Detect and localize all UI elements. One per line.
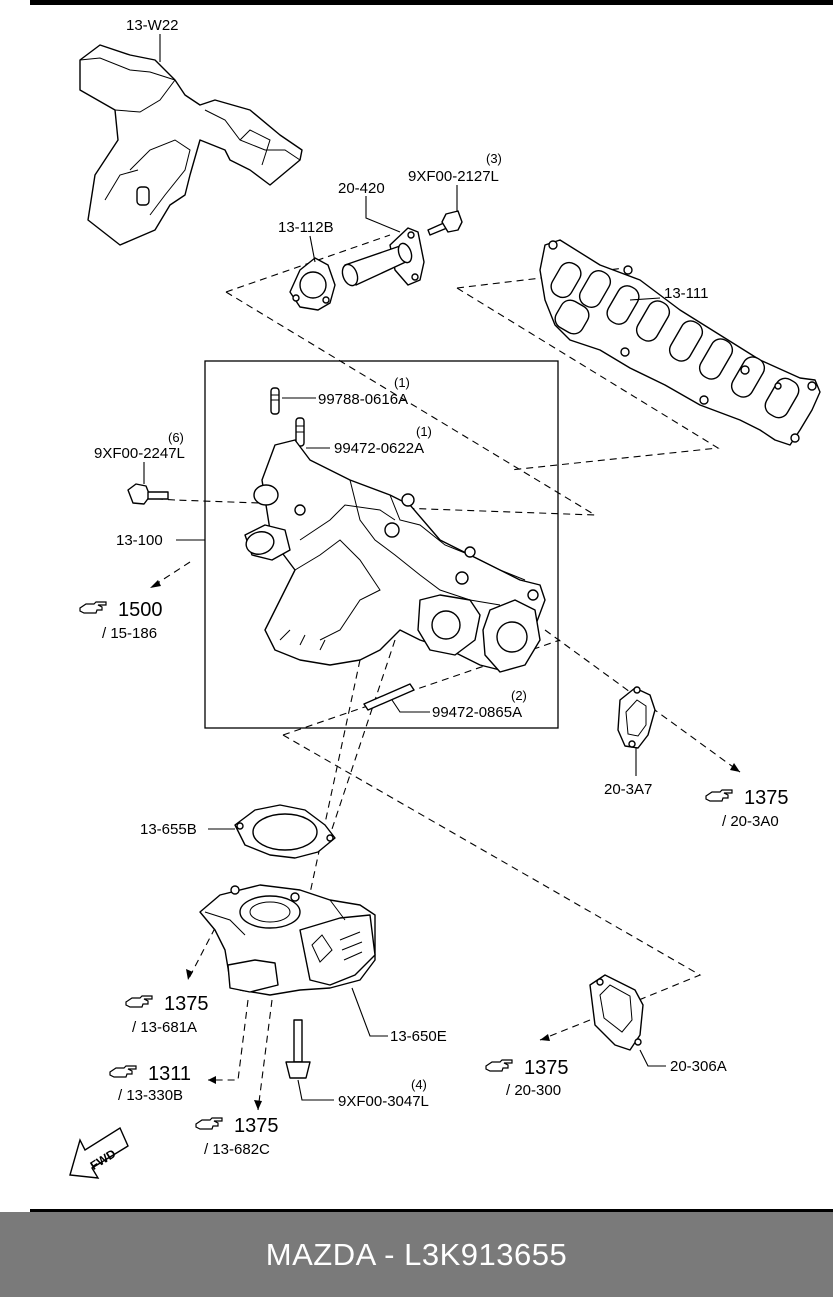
intake-manifold-part — [244, 439, 546, 673]
label-bolt-4-qty: (4) — [411, 1077, 427, 1092]
label-bolt-6: 9XF00-2247L — [94, 445, 185, 462]
label-gasket-13-655b: 13-655B — [140, 821, 197, 838]
stud-2-part — [363, 683, 415, 711]
label-gasket-13-111: 13-111 — [664, 285, 708, 302]
ref-callout-1375-13-682c[interactable]: 1375 / 13-682C — [195, 1115, 279, 1158]
ref-number: 1375 — [234, 1115, 279, 1137]
label-bolt-6-qty: (6) — [168, 430, 184, 445]
label-gasket-13-112b: 13-112B — [278, 219, 334, 236]
ref-section: / 20-300 — [506, 1082, 561, 1099]
ref-callout-1311[interactable]: 1311 / 13-330B — [109, 1063, 191, 1104]
studs-1-part — [270, 387, 305, 447]
bolt-6-part — [127, 483, 169, 505]
bolt-4-part — [285, 1019, 311, 1079]
water-pipe-part — [341, 227, 425, 287]
label-stud-1a: 99788-0616A — [318, 391, 408, 408]
label-stud-2: 99472-0865A — [432, 704, 522, 721]
label-stud-1b: 99472-0622A — [334, 440, 424, 457]
gasket-13-112b-part — [289, 257, 336, 311]
arrowheads — [150, 580, 740, 1110]
label-stud-2-qty: (2) — [511, 688, 527, 703]
label-throttle-body: 13-650E — [390, 1028, 447, 1045]
ref-callout-1375-20-3a0[interactable]: 1375 / 20-3A0 — [705, 787, 789, 830]
part-labels: 13-W22 20-420 (3) 9XF00-2127L 13-112B 13… — [94, 17, 727, 1110]
ref-section: / 15-186 — [102, 625, 157, 642]
ref-section: / 13-682C — [204, 1141, 270, 1158]
gasket-20-306a-part — [589, 974, 644, 1051]
fwd-arrow-icon: FWD — [69, 1126, 129, 1179]
leader-lines — [143, 34, 666, 1101]
ref-number: 1375 — [744, 787, 789, 809]
throttle-body-part — [199, 884, 376, 996]
label-gasket-20-306a: 20-306A — [670, 1058, 727, 1075]
manifold-frame — [204, 360, 559, 729]
footer-bar: MAZDA - L3K913655 — [0, 1212, 833, 1297]
footer-part-number: MAZDA - L3K913655 — [265, 1236, 568, 1272]
exploded-parts-diagram: 13-W22 20-420 (3) 9XF00-2127L 13-112B 13… — [69, 17, 821, 1179]
top-border — [30, 0, 833, 5]
bolt-3-part — [427, 210, 463, 236]
label-bolt-3-qty: (3) — [486, 151, 502, 166]
ref-callout-1375-13-681a[interactable]: 1375 / 13-681A — [125, 993, 209, 1036]
ref-section: / 13-330B — [118, 1087, 183, 1104]
ref-section: / 13-681A — [132, 1019, 197, 1036]
label-heat-shield: 13-W22 — [126, 17, 179, 34]
label-water-pipe: 20-420 — [338, 180, 385, 197]
gasket-13-655b-part — [234, 804, 336, 859]
ref-callout-1500[interactable]: 1500 / 15-186 — [79, 599, 163, 642]
label-bolt-4: 9XF00-3047L — [338, 1093, 429, 1110]
label-stud-1b-qty: (1) — [416, 424, 432, 439]
label-gasket-20-3a7: 20-3A7 — [604, 781, 652, 798]
ref-number: 1375 — [524, 1057, 569, 1079]
ref-callout-1375-20-300[interactable]: 1375 / 20-300 — [485, 1057, 569, 1099]
label-stud-1a-qty: (1) — [394, 375, 410, 390]
heat-shield-part — [79, 44, 303, 246]
label-bolt-3: 9XF00-2127L — [408, 168, 499, 185]
ref-section: / 20-3A0 — [722, 813, 779, 830]
ref-number: 1500 — [118, 599, 163, 621]
ref-number: 1375 — [164, 993, 209, 1015]
gasket-13-111-part — [539, 239, 821, 446]
label-manifold: 13-100 — [116, 532, 163, 549]
bottom-border — [30, 1209, 833, 1212]
ref-number: 1311 — [148, 1063, 191, 1085]
gasket-20-3a7-part — [617, 686, 656, 749]
